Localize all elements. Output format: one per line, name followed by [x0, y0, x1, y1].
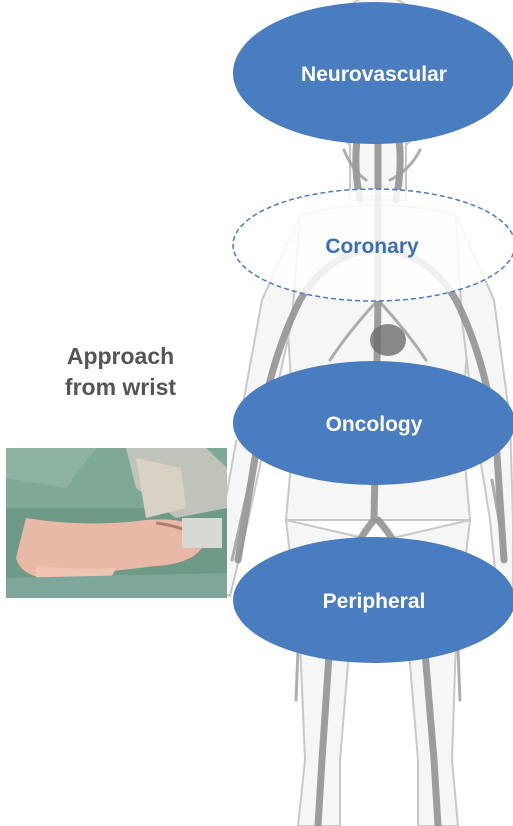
region-peripheral: Peripheral: [233, 537, 513, 663]
region-oncology: Oncology: [233, 361, 513, 485]
region-label-oncology: Oncology: [326, 413, 423, 436]
region-label-coronary: Coronary: [325, 235, 419, 258]
region-coronary: Coronary: [233, 189, 513, 301]
region-label-peripheral: Peripheral: [323, 590, 426, 613]
region-neurovascular: Neurovascular: [233, 2, 513, 144]
region-label-neurovascular: Neurovascular: [301, 63, 447, 86]
